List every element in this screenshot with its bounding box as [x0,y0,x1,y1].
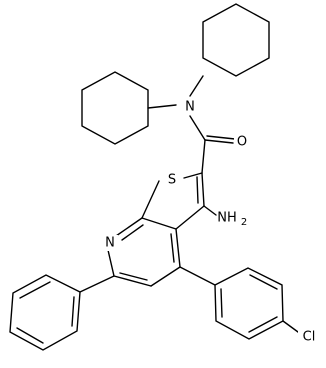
pyridine-ring [107,217,181,287]
chlorophenyl-ring [179,266,299,340]
carbonyl-oxygen-label: O [237,135,247,150]
amino-group-label: NH [217,211,237,226]
amide-bonds [147,75,236,174]
cyclohexyl-ring-left [81,71,149,145]
phenyl-ring [9,274,115,351]
label-carbonyl-oxygen: O [234,134,250,150]
thiophene-sulfur-label: S [168,173,176,188]
nitrogen-amide-label: N [185,100,195,115]
thiophene-ring [141,172,205,230]
label-chlorine: Cl [298,329,322,346]
chlorine-label: Cl [303,330,316,345]
amino-subscript-label: 2 [241,217,247,228]
pyridine-nitrogen-label: N [105,236,115,251]
label-nitrogen-amide: N [182,99,198,115]
cyclohexyl-ring-upper [202,3,270,77]
label-pyridine-nitrogen: N [102,235,118,251]
label-amino-group: NH 2 [217,209,251,228]
amino-bond [203,205,217,216]
label-thiophene-sulfur: S [164,171,180,188]
